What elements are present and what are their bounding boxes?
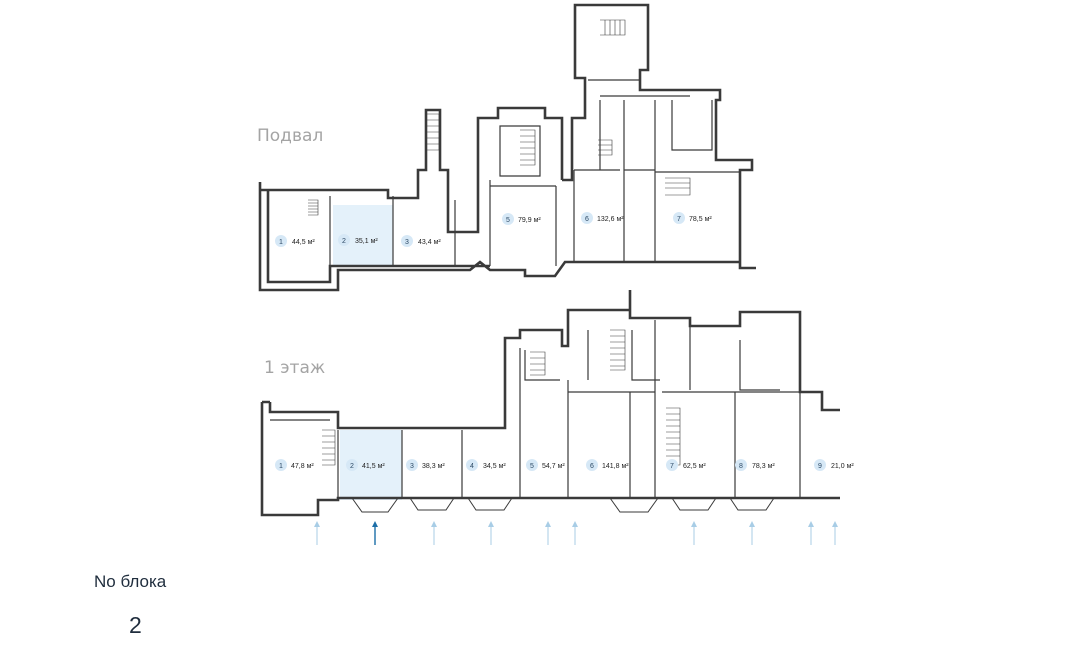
basement-room-3-num: 3 bbox=[405, 239, 409, 246]
basement-plan: Подвал 1 44,5 м² 2 35,1 м² 3 43,4 м² 5 7… bbox=[257, 3, 756, 292]
ground-outer-wall bbox=[260, 290, 840, 517]
basement-badge-6 bbox=[581, 212, 593, 224]
basement-room-5-area: 79,9 м² bbox=[518, 217, 541, 224]
ground-badge-7 bbox=[666, 459, 678, 471]
ground-room-4-area: 34,5 м² bbox=[483, 463, 506, 470]
basement-room-6-area: 132,6 м² bbox=[597, 216, 624, 223]
ground-room-1-area: 47,8 м² bbox=[291, 463, 314, 470]
ground-badge-3 bbox=[406, 459, 418, 471]
ground-room-6-area: 141,8 м² bbox=[602, 463, 629, 470]
ground-floor-plan: 1 этаж bbox=[260, 290, 854, 545]
ground-floor-title: 1 этаж bbox=[264, 358, 325, 378]
entrance-arrow-head bbox=[749, 521, 755, 527]
entrance-arrow-head bbox=[691, 521, 697, 527]
ground-badge-6 bbox=[586, 459, 598, 471]
ground-room-7-num: 7 bbox=[670, 463, 674, 470]
basement-room-2-num: 2 bbox=[342, 238, 346, 245]
basement-room-2-area: 35,1 м² bbox=[355, 238, 378, 245]
basement-room-7-num: 7 bbox=[677, 216, 681, 223]
ground-badge-5 bbox=[526, 459, 538, 471]
ground-badge-2 bbox=[346, 459, 358, 471]
basement-badge-1 bbox=[275, 235, 287, 247]
block-number-label: No блока bbox=[94, 572, 167, 591]
block-number-value: 2 bbox=[129, 612, 142, 638]
basement-room-1-num: 1 bbox=[279, 239, 283, 246]
ground-room-8-area: 78,3 м² bbox=[752, 463, 775, 470]
ground-room-1-num: 1 bbox=[279, 463, 283, 470]
entrance-arrow-head bbox=[572, 521, 578, 527]
basement-badge-7 bbox=[673, 212, 685, 224]
basement-badge-2 bbox=[338, 234, 350, 246]
basement-room-1-area: 44,5 м² bbox=[292, 239, 315, 246]
basement-title: Подвал bbox=[257, 126, 323, 146]
basement-outer-wall bbox=[258, 3, 756, 292]
ground-room-9-area: 21,0 м² bbox=[831, 463, 854, 470]
basement-room-3-area: 43,4 м² bbox=[418, 239, 441, 246]
entrance-arrow-head bbox=[488, 521, 494, 527]
ground-badge-8 bbox=[735, 459, 747, 471]
entrance-arrow-head bbox=[545, 521, 551, 527]
entrance-arrow-head bbox=[314, 521, 320, 527]
ground-room-3-num: 3 bbox=[410, 463, 414, 470]
entrance-arrow-head bbox=[372, 521, 378, 527]
ground-room-9-num: 9 bbox=[818, 463, 822, 470]
basement-stairs bbox=[308, 19, 691, 216]
entrance-arrows bbox=[314, 521, 838, 545]
basement-inner-walls bbox=[329, 79, 740, 266]
entrance-arrow-head bbox=[832, 521, 838, 527]
basement-badge-5 bbox=[502, 213, 514, 225]
entrance-arrow-head bbox=[808, 521, 814, 527]
basement-room-7-area: 78,5 м² bbox=[689, 216, 712, 223]
entrance-arrow-head bbox=[431, 521, 437, 527]
ground-badge-9 bbox=[814, 459, 826, 471]
ground-room-5-num: 5 bbox=[530, 463, 534, 470]
basement-badge-3 bbox=[401, 235, 413, 247]
basement-room-6-num: 6 bbox=[585, 216, 589, 223]
ground-room-7-area: 62,5 м² bbox=[683, 463, 706, 470]
basement-room-5-num: 5 bbox=[506, 217, 510, 224]
ground-inner-walls bbox=[270, 320, 801, 498]
ground-room-2-area: 41,5 м² bbox=[362, 463, 385, 470]
ground-room-5-area: 54,7 м² bbox=[542, 463, 565, 470]
ground-badge-4 bbox=[466, 459, 478, 471]
ground-badge-1 bbox=[275, 459, 287, 471]
ground-room-4-num: 4 bbox=[470, 463, 474, 470]
ground-room-3-area: 38,3 м² bbox=[422, 463, 445, 470]
ground-room-8-num: 8 bbox=[739, 463, 743, 470]
ground-stairs bbox=[322, 329, 681, 466]
ground-room-2-num: 2 bbox=[350, 463, 354, 470]
ground-bay-windows bbox=[351, 497, 775, 513]
ground-room-6-num: 6 bbox=[590, 463, 594, 470]
